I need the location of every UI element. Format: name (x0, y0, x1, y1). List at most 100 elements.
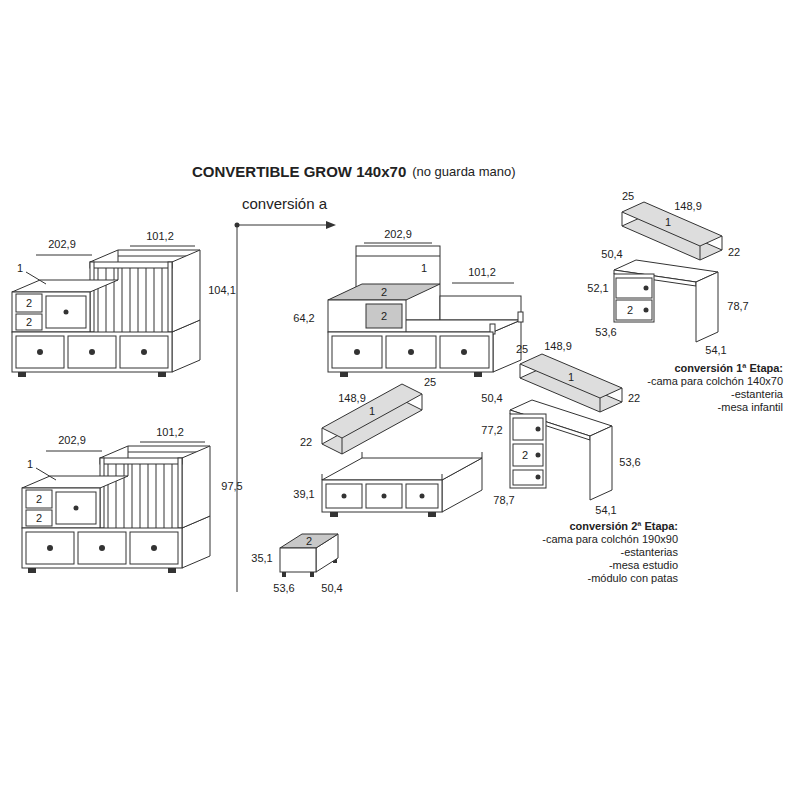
dimension: 50,4 (321, 582, 342, 595)
shelf-drawing (700, 246, 701, 260)
module-drawing (310, 572, 314, 577)
dimension: 53,6 (273, 582, 294, 595)
callout-number: 1 (368, 405, 376, 418)
bed-drawing (482, 452, 483, 458)
dimension: 22 (300, 436, 312, 449)
dimension: 52,1 (587, 282, 608, 295)
shelf-drawing (342, 438, 343, 454)
dimension: 25 (516, 343, 528, 356)
dimension: 148,9 (674, 200, 702, 213)
bed-drawing (518, 312, 523, 322)
desk-drawing (536, 453, 541, 458)
callout-number: 1 (17, 262, 23, 275)
dimension: 25 (424, 376, 436, 389)
shelf-drawing (622, 202, 722, 246)
bed-drawing (440, 336, 489, 368)
bed-drawing (328, 284, 440, 300)
desk-drawing (510, 414, 546, 488)
bed-drawing (474, 372, 482, 377)
bed-drawing (428, 512, 436, 517)
dimension: 78,7 (727, 300, 748, 313)
dimension: 64,2 (293, 312, 314, 325)
callout-number: 2 (521, 449, 529, 462)
dimension: 77,2 (481, 424, 502, 437)
module-drawing (280, 534, 338, 577)
note-heading: conversión 2ª Etapa: (569, 520, 678, 533)
dimension: 148,9 (544, 340, 572, 353)
desk-drawing (616, 300, 652, 320)
conversion-label: conversión a (242, 195, 327, 212)
shelf-drawing (622, 202, 722, 260)
dimension: 104,1 (208, 284, 236, 297)
dimension: 54,1 (705, 344, 726, 357)
shelf-drawing (622, 388, 623, 402)
bed-drawing (340, 372, 348, 377)
bed-drawing (442, 474, 443, 480)
callout-number: 1 (27, 458, 33, 471)
shelf-drawing (622, 212, 623, 226)
bed-drawing (364, 243, 432, 244)
bed-drawing (328, 243, 523, 377)
desk-drawing (644, 308, 649, 313)
dimension: 25 (622, 190, 634, 203)
note-line: -estanterias (621, 546, 678, 559)
bed-drawing (356, 256, 440, 257)
shelf-drawing (322, 384, 422, 438)
callout-number: 2 (380, 286, 388, 299)
crib-drawing (36, 255, 92, 256)
dimension: 53,6 (619, 456, 640, 469)
shelf-drawing (520, 354, 622, 398)
subtitle: (no guarda mano) (412, 165, 515, 180)
bed-drawing (322, 452, 482, 517)
module-drawing (280, 548, 316, 572)
callout-number: 2 (626, 304, 634, 317)
shelf-drawing (520, 364, 521, 378)
crib-drawing (12, 250, 200, 377)
bed-drawing (342, 494, 347, 499)
desk-drawing (513, 418, 543, 440)
desk-drawing (536, 475, 541, 480)
bed-drawing (420, 494, 425, 499)
bed-drawing (386, 336, 436, 368)
dimension: 53,6 (595, 326, 616, 339)
bed-drawing (452, 283, 514, 284)
module-drawing (280, 534, 338, 548)
desk-drawing (513, 470, 543, 485)
conversion-arrow (237, 225, 238, 592)
desk-drawing (590, 426, 612, 500)
callout-number: 1 (567, 371, 575, 384)
bed-drawing (382, 494, 387, 499)
dimension: 202,9 (384, 228, 412, 241)
bed-drawing (461, 349, 467, 355)
callout-number: 2 (25, 297, 33, 310)
dimension: 22 (728, 246, 740, 259)
desk-drawing (616, 278, 652, 298)
desk-drawing (614, 260, 718, 342)
shelf-drawing (422, 394, 423, 410)
dimension: 101,2 (468, 266, 496, 279)
bed-drawing (408, 349, 414, 355)
bed-drawing (366, 304, 402, 328)
dimension: 101,2 (156, 426, 184, 439)
crib-drawing (46, 451, 102, 452)
bed-drawing (362, 452, 363, 458)
dimension: 35,1 (251, 552, 272, 565)
crib-drawing (12, 246, 200, 377)
dimension: 50,4 (481, 392, 502, 405)
bed-drawing (406, 484, 438, 508)
dimension: 22 (628, 392, 640, 405)
crib-drawing (140, 442, 205, 443)
bed-drawing (330, 512, 338, 517)
callout-number: 2 (305, 535, 313, 548)
bed-drawing (354, 349, 360, 355)
bed-drawing (328, 332, 493, 372)
dimension: 101,2 (146, 230, 174, 243)
note-line: -módulo con patas (588, 572, 679, 585)
dimension: 97,5 (221, 480, 242, 493)
desk-drawing (510, 400, 612, 500)
desk-drawing (513, 444, 543, 466)
crib-drawing (22, 446, 210, 573)
crib-drawing (130, 246, 195, 247)
dimension: 148,9 (338, 392, 366, 405)
